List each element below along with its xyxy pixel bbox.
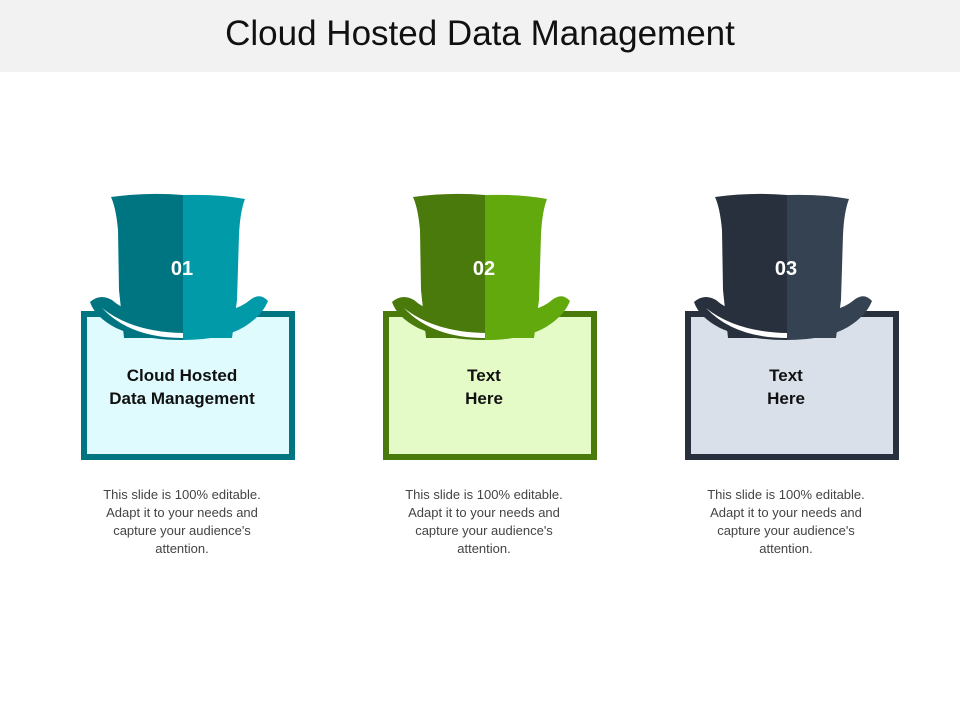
hat-brim-right [485, 296, 570, 340]
hat-crown-right [787, 194, 849, 338]
title-bar: Cloud Hosted Data Management [0, 0, 960, 72]
item-description-2: This slide is 100% editable. Adapt it to… [405, 487, 563, 556]
hat-crown-right [183, 194, 245, 338]
hat-brim-highlight [706, 308, 787, 338]
hat-brim-highlight [404, 308, 485, 338]
item-heading-2: Text Here [465, 366, 503, 408]
hat-brim-highlight [102, 308, 183, 338]
card-2: 02 Text Here This slide is 100% editable… [364, 190, 624, 590]
item-description-1: This slide is 100% editable. Adapt it to… [103, 487, 261, 556]
hat-brim-left [392, 296, 485, 340]
item-number-3: 03 [774, 258, 798, 280]
hat-crown-left [715, 193, 787, 338]
hat-brim-left [694, 296, 787, 340]
item-heading-1: Cloud Hosted Data Management [109, 366, 255, 408]
item-number-1: 01 [170, 258, 194, 280]
item-number-2: 02 [472, 258, 496, 280]
item-description-3: This slide is 100% editable. Adapt it to… [707, 487, 865, 556]
hat-crown-left [413, 193, 485, 338]
hat-brim-right [787, 296, 872, 340]
card-1: 01 Cloud Hosted Data Management This sli… [62, 190, 322, 590]
top-hat-icon-1 [90, 193, 268, 340]
item-heading-3: Text Here [767, 366, 805, 408]
top-hat-icon-2 [392, 193, 570, 340]
hat-brim-right [183, 296, 268, 340]
hat-crown-left [111, 193, 183, 338]
slide-title: Cloud Hosted Data Management [225, 14, 735, 53]
card-3: 03 Text Here This slide is 100% editable… [666, 190, 926, 590]
top-hat-icon-3 [694, 193, 872, 340]
hat-brim-left [90, 296, 183, 340]
hat-crown-right [485, 194, 547, 338]
